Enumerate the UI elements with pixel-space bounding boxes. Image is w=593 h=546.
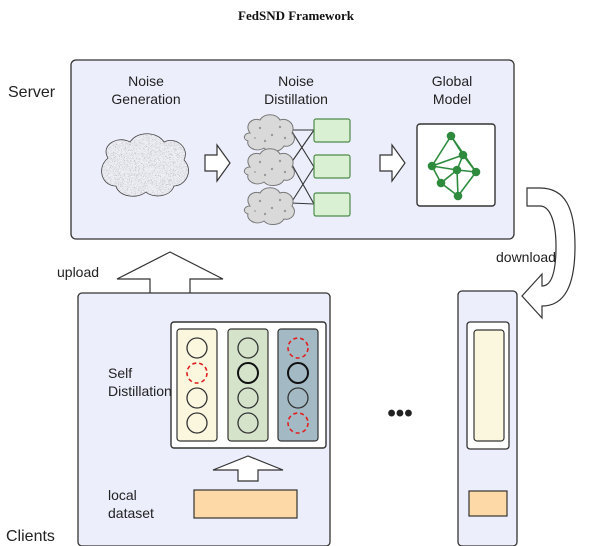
noise-sample-cloud-icon: [243, 148, 295, 187]
download-label: download: [496, 249, 556, 265]
diagram-title: FedSND Framework: [238, 8, 355, 23]
teacher-column: [277, 328, 319, 442]
local-dataset-label-1: local: [108, 487, 137, 503]
noise-sample-cloud-icon: [243, 114, 295, 153]
local-dataset-box: [468, 490, 508, 517]
global-model-label-2: Model: [433, 91, 471, 107]
local-dataset-box: [193, 489, 298, 519]
global-model-label-1: Global: [432, 73, 472, 89]
noise-distillation-label-2: Distillation: [264, 91, 328, 107]
server-label: Server: [8, 84, 56, 101]
more-clients-ellipsis: •••: [387, 400, 412, 427]
distilled-output-box: [313, 118, 351, 143]
distilled-output-box: [313, 192, 351, 217]
intermediate-column: [227, 328, 269, 442]
noise-generation-label-1: Noise: [128, 73, 164, 89]
client-model-column: [473, 329, 505, 442]
server-panel: [70, 59, 515, 240]
self-distillation-label-1: Self: [108, 365, 132, 381]
clients-label: Clients: [6, 528, 55, 545]
arrow-right-icon: [204, 143, 231, 183]
upload-label: upload: [57, 264, 99, 280]
global-model-frame: [416, 123, 496, 207]
noise-sample-cloud-icon: [243, 187, 295, 226]
arrow-up-icon: [212, 455, 284, 482]
distillation-connections: [290, 129, 315, 205]
arrow-right-icon: [379, 143, 406, 183]
distilled-output-box: [313, 154, 351, 179]
local-dataset-label-2: dataset: [108, 505, 154, 521]
download-arrow-icon: [521, 187, 576, 320]
noise-generation-label-2: Generation: [111, 91, 180, 107]
self-distillation-label-2: Distillation: [108, 383, 172, 399]
noise-cloud-icon: [101, 133, 189, 197]
noise-distillation-label-1: Noise: [278, 73, 314, 89]
student-column: [176, 328, 218, 442]
network-graph-icon: [427, 131, 481, 201]
